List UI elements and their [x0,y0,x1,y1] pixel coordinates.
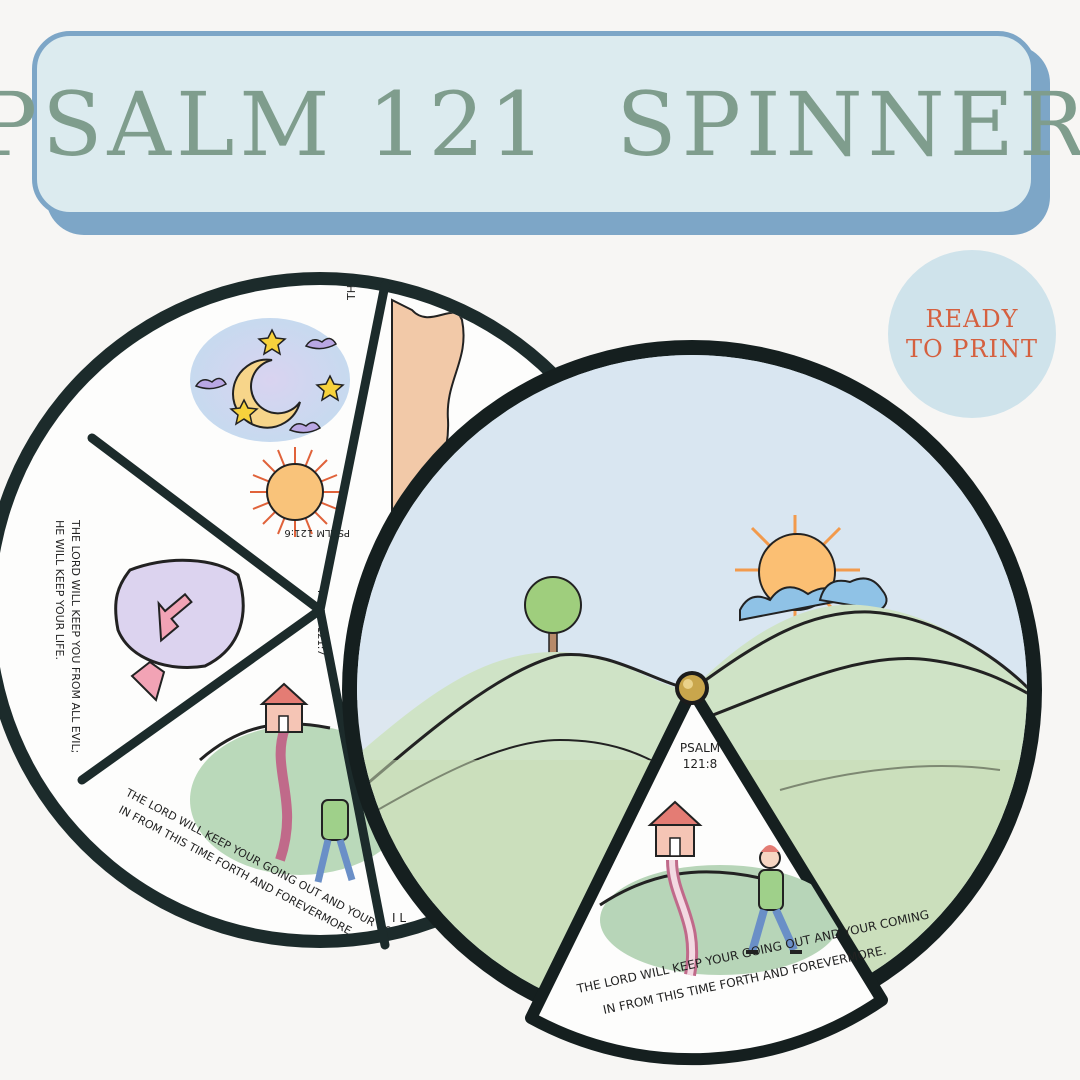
cloud-icon [304,337,338,350]
broken-arrow-icon [130,660,166,702]
back-verse-evil-2: HE WILL KEEP YOUR LIFE. [53,520,66,660]
night-sky [190,318,350,442]
sun-icon [250,447,340,537]
title-banner: PSALM 121 SPINNER [0,31,1080,217]
cloud-icon [288,421,322,434]
star-icon [229,398,259,426]
badge-line-2: TO PRINT [905,335,1039,363]
window-ref-1: PSALM [680,741,720,755]
back-verse-evil-1: THE LORD WILL KEEP YOU FROM ALL EVIL; [69,519,82,753]
shield-icon [114,558,245,669]
spinner-window: PSALM 121:8 THE LORD WILL KEEP YOUR GOIN… [525,684,930,1066]
walking-boy-icon [746,845,802,954]
front-wheel-title: Psalm 121 [0,0,50,23]
cloud-icon [818,577,888,612]
back-verse-fragment-1: I L [392,911,406,925]
back-verse-shade: THE LORD IS YOUR SHADE ON YOUR RIGHT HAN… [550,84,666,347]
house-icon [647,800,703,857]
arrow-icon [157,592,193,643]
ready-to-print-badge: READY TO PRINT [888,250,1056,418]
star-icon [257,328,287,356]
star-icon [315,374,345,402]
house-icon [259,682,309,733]
tree-icon [524,576,582,656]
back-wheel-dividers [77,280,390,950]
window-ref-2: 121:8 [683,757,718,771]
walking-boy-icon [314,799,356,883]
cloud-icon [194,377,228,390]
banner-title: PSALM 121 SPINNER [0,72,1080,176]
back-verse-sun: THE SUN SHALL NOT STRIKE YOU BY DAY, NOR… [345,0,358,301]
back-ref-6: PSALM 121:6 [284,527,350,538]
badge-line-1: READY [925,305,1019,333]
brad-fastener[interactable] [675,671,709,705]
